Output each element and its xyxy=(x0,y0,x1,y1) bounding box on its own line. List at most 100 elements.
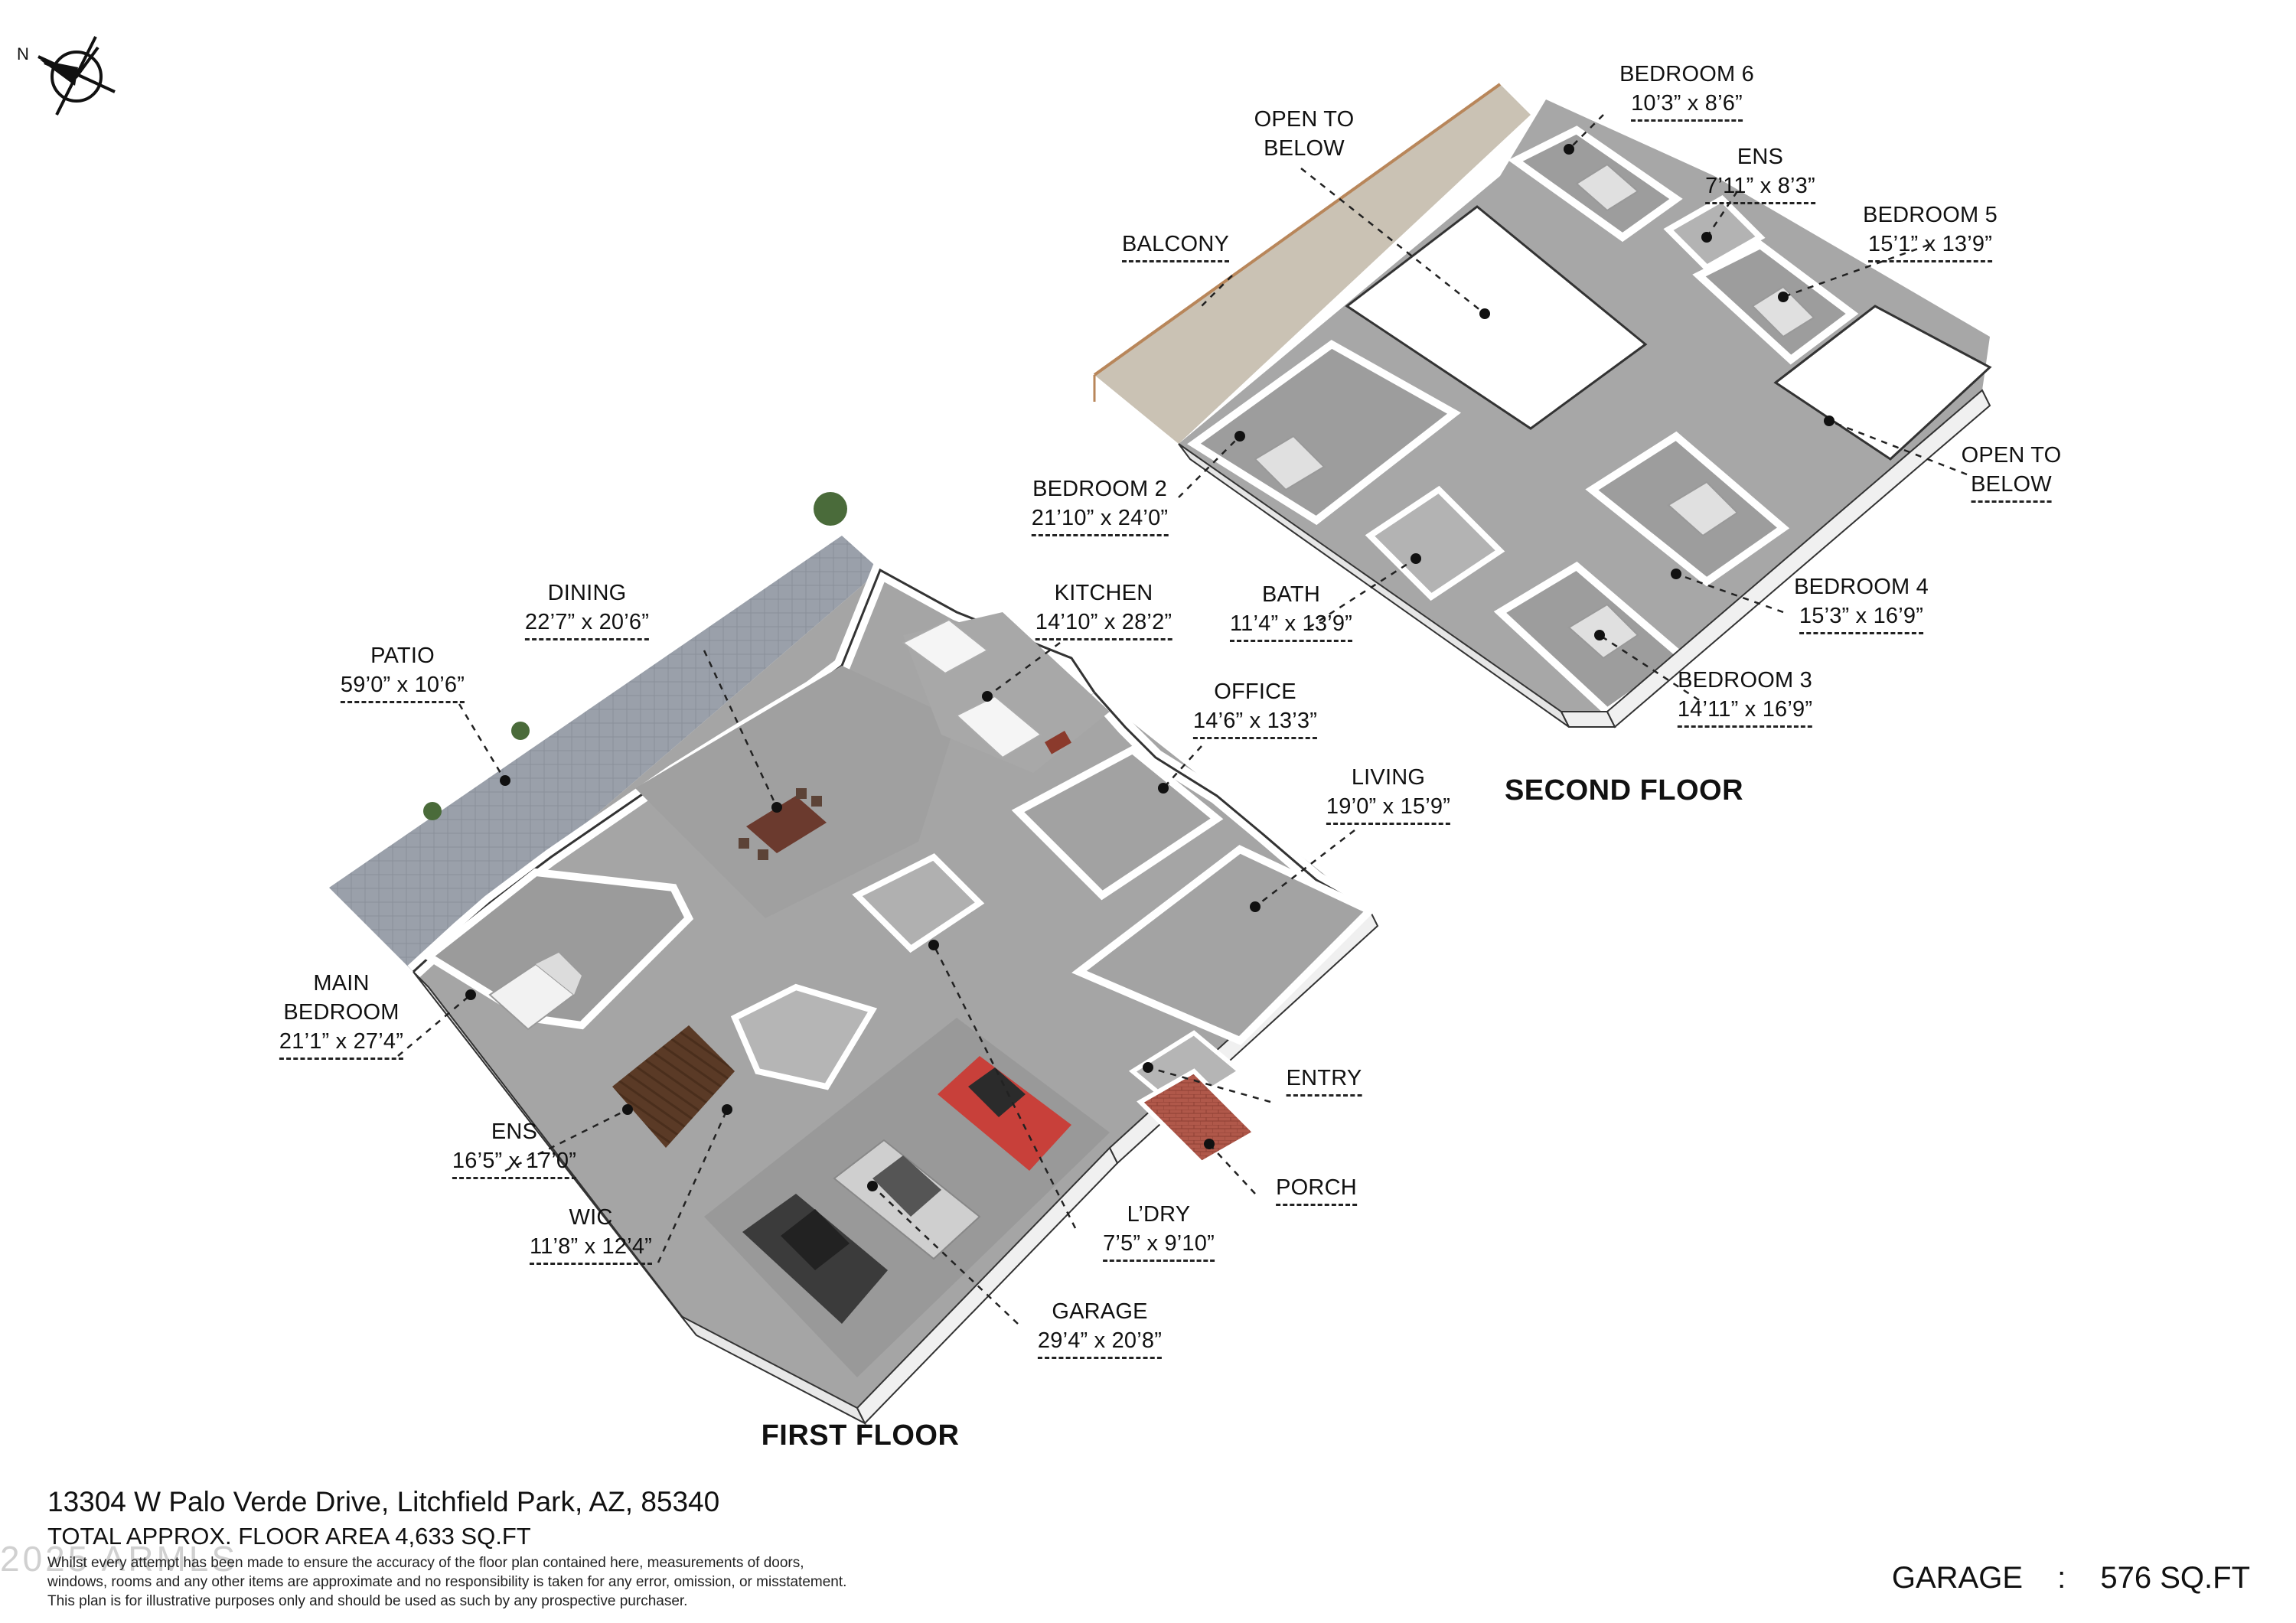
room-dimensions: 14’10” x 28’2” xyxy=(1035,608,1172,640)
ens-floor xyxy=(612,1025,735,1148)
bath-area xyxy=(1365,485,1505,601)
room-name: BALCONY xyxy=(1122,230,1229,262)
room-name: PORCH xyxy=(1276,1173,1357,1206)
ens-upper-area xyxy=(1663,195,1766,272)
room-dimensions: 11’8” x 12’4” xyxy=(529,1232,653,1265)
room-label-open-to-below-1: OPEN TO BELOW xyxy=(1254,105,1355,163)
garage-area-summary: GARAGE : 576 SQ.FT xyxy=(1892,1561,2250,1595)
room-name: ENS xyxy=(1737,145,1784,169)
room-name: OPEN TO xyxy=(1961,443,2062,468)
balcony-railing xyxy=(1093,83,1502,376)
room-label-ens-upper: ENS 7’11” x 8’3” xyxy=(1705,142,1815,204)
garage-area-separator: : xyxy=(2057,1561,2066,1595)
room-label-garage: GARAGE 29’4” x 20’8” xyxy=(1037,1297,1163,1359)
open-to-below-void-1 xyxy=(1345,205,1648,430)
room-name: LIVING xyxy=(1351,765,1426,790)
room-label-open-to-below-2: OPEN TO BELOW xyxy=(1962,441,2062,503)
room-label-entry: ENTRY xyxy=(1286,1064,1362,1097)
plant-icon xyxy=(423,492,847,820)
room-name: KITCHEN xyxy=(1054,581,1153,605)
kitchen-counter xyxy=(902,618,989,675)
room-name: ENS xyxy=(491,1119,538,1144)
room-label-ens-main: ENS 16’5” x 17’0” xyxy=(452,1117,577,1179)
dining-table-icon xyxy=(739,788,827,860)
room-name-line2: BELOW xyxy=(1264,136,1345,161)
room-label-balcony: BALCONY xyxy=(1122,230,1229,262)
room-name-line2: BELOW xyxy=(1971,470,2052,503)
room-name: BEDROOM 4 xyxy=(1794,575,1929,599)
room-dimensions: 14’6” x 13’3” xyxy=(1192,706,1318,739)
room-label-dining: DINING 22’7” x 20’6” xyxy=(524,578,650,640)
floor-title-second: SECOND FLOOR xyxy=(1504,774,1744,807)
room-name-line2: BEDROOM xyxy=(283,1000,400,1025)
car-red-icon xyxy=(938,1056,1071,1171)
disclaimer-line-3: This plan is for illustrative purposes o… xyxy=(47,1593,688,1609)
room-label-living: LIVING 19’0” x 15’9” xyxy=(1326,763,1451,825)
room-name: PATIO xyxy=(370,644,435,668)
room-dimensions: 16’5” x 17’0” xyxy=(452,1146,577,1179)
room-label-bedroom3: BEDROOM 3 14’11” x 16’9” xyxy=(1677,666,1813,728)
porch-area xyxy=(1137,1068,1259,1166)
room-dimensions: 15’1” x 13’9” xyxy=(1867,230,1993,262)
bedroom2-area xyxy=(1187,340,1462,526)
room-dimensions: 7’5” x 9’10” xyxy=(1103,1229,1215,1262)
room-name: BEDROOM 2 xyxy=(1032,477,1167,501)
room-dimensions: 15’3” x 16’9” xyxy=(1799,601,1924,634)
room-dimensions: 19’0” x 15’9” xyxy=(1326,792,1451,825)
car-dark-icon xyxy=(742,1194,888,1324)
wic-area xyxy=(730,983,878,1090)
label-dots xyxy=(465,144,1835,1191)
room-name: BEDROOM 6 xyxy=(1619,62,1754,86)
room-name: ENTRY xyxy=(1286,1064,1362,1097)
room-name: BEDROOM 3 xyxy=(1678,668,1812,693)
balcony-area xyxy=(1094,84,1531,444)
room-name: DINING xyxy=(547,581,627,605)
floor-title-first: FIRST FLOOR xyxy=(761,1419,960,1452)
room-dimensions: 7’11” x 8’3” xyxy=(1705,171,1815,204)
garage-area-label: GARAGE xyxy=(1891,1561,2023,1595)
room-dimensions: 14’11” x 16’9” xyxy=(1677,695,1813,728)
room-label-porch: PORCH xyxy=(1276,1173,1357,1206)
room-label-bedroom2: BEDROOM 2 21’10” x 24’0” xyxy=(1031,474,1169,536)
room-dimensions: 22’7” x 20’6” xyxy=(524,608,650,640)
room-name: GARAGE xyxy=(1052,1299,1148,1324)
room-name: BATH xyxy=(1261,582,1320,607)
room-dimensions: 21’1” x 27’4” xyxy=(279,1027,404,1060)
room-name: WIC xyxy=(569,1205,613,1230)
disclaimer-line-1: Whilst every attempt has been made to en… xyxy=(47,1555,804,1571)
room-name: OFFICE xyxy=(1214,680,1296,704)
first-floor-plan xyxy=(329,492,1379,1426)
room-dimensions: 29’4” x 20’8” xyxy=(1037,1326,1163,1359)
room-label-patio: PATIO 59’0” x 10’6” xyxy=(340,641,465,703)
total-floor-area: TOTAL APPROX. FLOOR AREA 4,633 SQ.FT xyxy=(47,1523,531,1550)
room-label-main-bedroom: MAIN BEDROOM 21’1” x 27’4” xyxy=(279,969,404,1060)
room-name: BEDROOM 5 xyxy=(1863,203,1998,227)
kitchen-island xyxy=(955,695,1042,759)
compass-north-label: N xyxy=(17,44,29,64)
room-label-office: OFFICE 14’6” x 13’3” xyxy=(1192,677,1318,739)
room-dimensions: 21’10” x 24’0” xyxy=(1031,504,1169,536)
room-name: MAIN xyxy=(313,971,370,996)
room-label-bedroom6: BEDROOM 6 10’3” x 8’6” xyxy=(1619,60,1754,122)
car-silver-icon xyxy=(833,1139,981,1260)
room-label-wic: WIC 11’8” x 12’4” xyxy=(529,1203,653,1265)
room-name: OPEN TO xyxy=(1254,107,1355,132)
compass-icon xyxy=(38,36,116,116)
disclaimer: Whilst every attempt has been made to en… xyxy=(47,1553,846,1611)
room-name: L’DRY xyxy=(1127,1202,1191,1227)
second-floor-plan xyxy=(1093,83,1992,728)
room-label-bedroom4: BEDROOM 4 15’3” x 16’9” xyxy=(1794,572,1929,634)
leader-lines xyxy=(397,114,1968,1325)
living-area xyxy=(1071,845,1377,1045)
room-label-kitchen: KITCHEN 14’10” x 28’2” xyxy=(1035,578,1172,640)
disclaimer-line-2: windows, rooms and any other items are a… xyxy=(47,1574,847,1590)
room-label-bath: BATH 11’4” x 13’9” xyxy=(1229,580,1353,642)
room-label-bedroom5: BEDROOM 5 15’1” x 13’9” xyxy=(1863,200,1998,262)
copyright-watermark: 2025 ARMLS xyxy=(0,1539,239,1579)
room-dimensions: 10’3” x 8’6” xyxy=(1631,89,1743,122)
room-dimensions: 59’0” x 10’6” xyxy=(340,670,465,703)
patio-area xyxy=(329,536,880,972)
bed-icon xyxy=(1254,163,1815,660)
garage-area-value: 576 SQ.FT xyxy=(2100,1561,2250,1595)
